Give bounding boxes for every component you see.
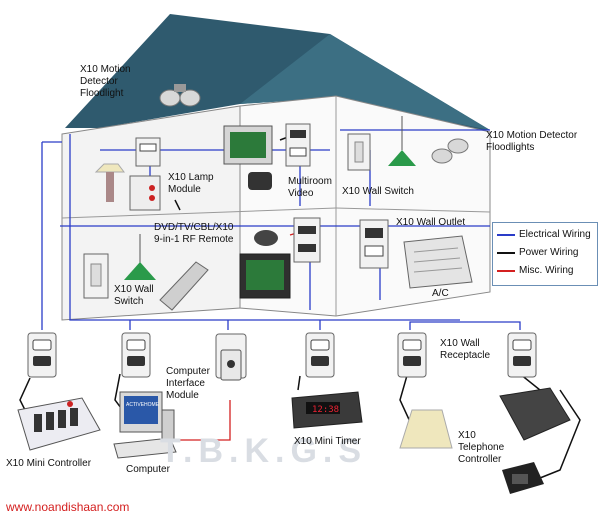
pendant-lamp-lower <box>124 234 156 280</box>
website-link[interactable]: www.noandishaan.com <box>6 500 130 514</box>
label-computer-interface: Computer Interface Module <box>166 366 210 401</box>
legend-label-electrical: Electrical Wiring <box>519 229 591 240</box>
x10-mini-timer-device: 12:38 <box>291 391 363 429</box>
label-lamp-module: X10 Lamp Module <box>168 172 214 195</box>
motion-floodlight-left <box>159 84 201 107</box>
outlet-upper-left <box>135 137 161 167</box>
label-wall-receptacle: X10 Wall Receptacle <box>440 338 491 361</box>
x10-mini-controller-device <box>17 397 101 451</box>
av-outlet-lower <box>293 217 321 263</box>
multiroom-video-outlet <box>285 123 311 167</box>
label-mini-controller: X10 Mini Controller <box>6 458 92 469</box>
label-motion-detector-left: X10 Motion Detector Floodlight <box>80 64 131 99</box>
legend-label-misc: Misc. Wiring <box>519 265 574 276</box>
label-motion-detector-right: X10 Motion Detector Floodlights <box>486 130 578 153</box>
wall-switch-upper <box>347 133 371 171</box>
legend-swatch-misc <box>497 270 515 272</box>
computer-interface-module <box>215 333 247 381</box>
legend-swatch-electrical <box>497 234 515 236</box>
label-wall-outlet: X10 Wall Outlet <box>396 217 466 228</box>
wall-switch-lower <box>83 253 109 299</box>
legend-swatch-power <box>497 252 515 254</box>
tv-upper <box>223 125 273 165</box>
rf-transceiver <box>254 230 278 246</box>
label-computer: Computer <box>126 464 170 475</box>
label-wall-switch-lower: X10 Wall Switch <box>114 284 154 307</box>
roof-right <box>240 34 490 130</box>
label-wall-switch-upper: X10 Wall Switch <box>342 186 414 197</box>
watermark: T.B.K.G.S <box>160 432 368 470</box>
wiring-legend: Electrical Wiring Power Wiring Misc. Wir… <box>492 222 598 286</box>
x10-telephone-controller-device <box>499 387 571 494</box>
lamp-shade <box>399 409 453 449</box>
motion-floodlight-right <box>431 138 469 164</box>
x10-wall-receptacle <box>397 332 427 378</box>
outlet-computer <box>121 332 151 378</box>
label-telephone-controller: X10 Telephone Controller <box>458 430 505 465</box>
x10-lamp-module <box>129 175 161 211</box>
ac-unit <box>403 235 473 289</box>
label-mini-timer: X10 Mini Timer <box>294 436 361 447</box>
outlet-mini-controller <box>27 332 57 378</box>
video-transmitter <box>248 172 272 190</box>
outlet-mini-timer <box>305 332 335 378</box>
monitor-screen-text: ACTIVEHOME <box>126 402 160 408</box>
label-multiroom-video: Multiroom Video <box>288 176 332 199</box>
label-ac: A/C <box>432 288 449 299</box>
floor-divider-front <box>61 207 337 219</box>
label-remote: DVD/TV/CBL/X10 9-in-1 RF Remote <box>154 222 234 245</box>
tv-lower <box>239 253 291 299</box>
floor-divider-side <box>335 207 491 213</box>
rf-remote <box>159 261 209 311</box>
computer-device: ACTIVEHOME <box>113 391 177 459</box>
pendant-lamp-upper <box>388 116 416 166</box>
x10-wall-outlet <box>359 219 389 269</box>
outlet-telephone <box>507 332 537 378</box>
lamp-upper <box>94 163 125 202</box>
timer-display: 12:38 <box>312 405 339 415</box>
legend-label-power: Power Wiring <box>519 247 579 258</box>
